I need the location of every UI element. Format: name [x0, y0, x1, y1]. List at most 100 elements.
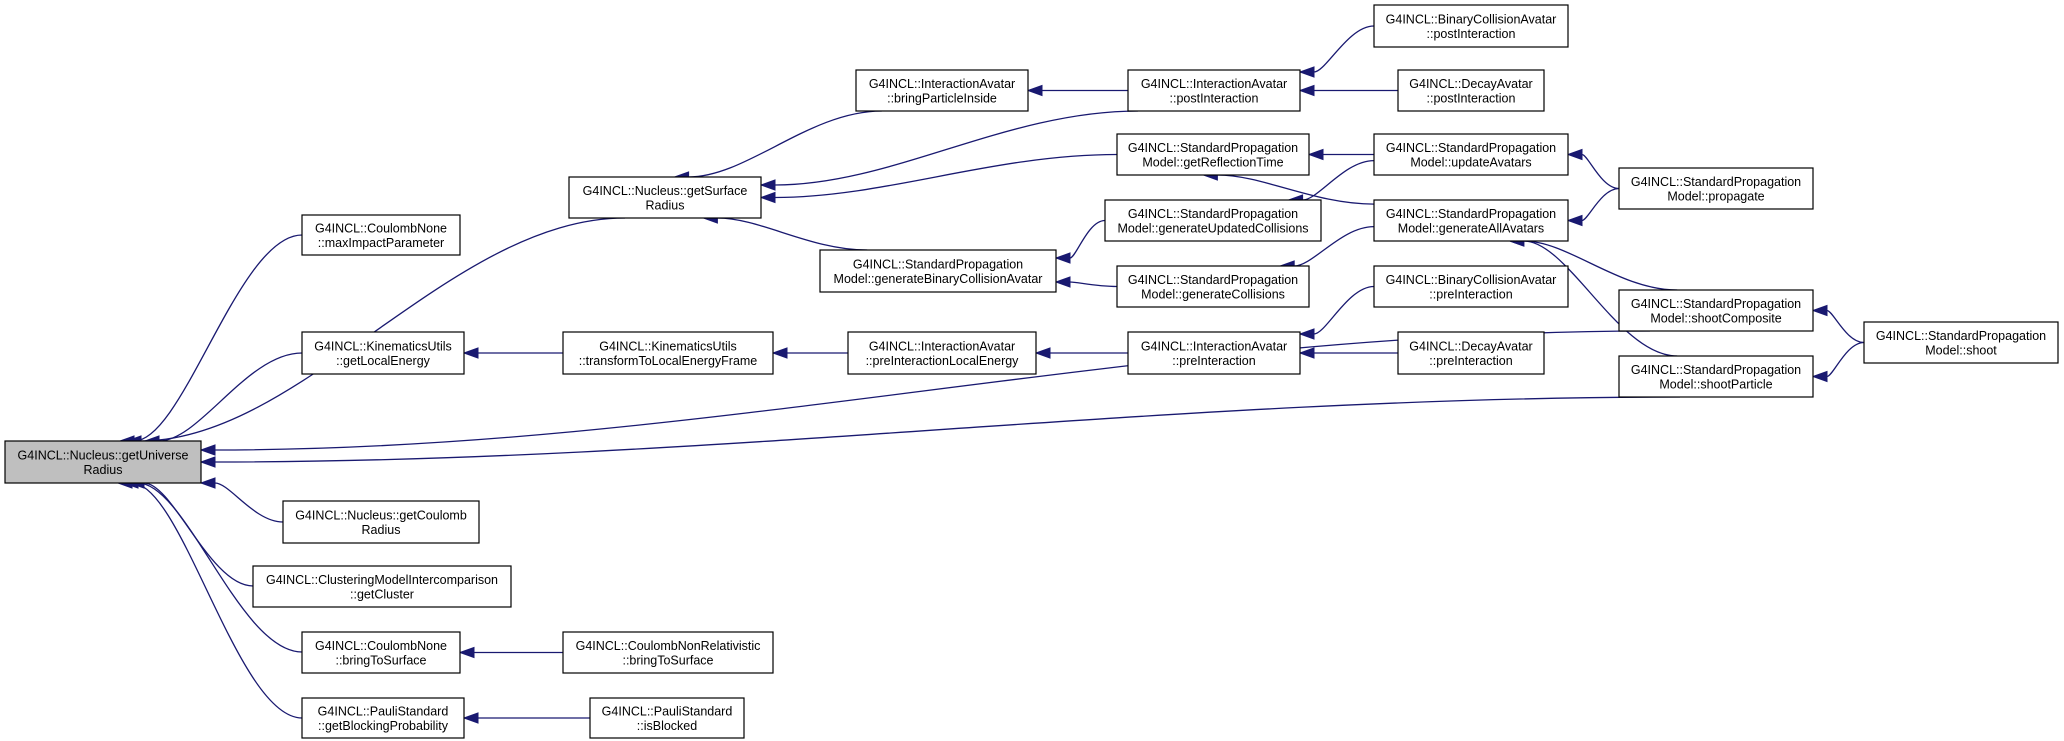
edge-spm-shoot-particle-to-spm-gen-all	[1523, 240, 1678, 357]
node-spm-update-avatars[interactable]: G4INCL::StandardPropagationModel::update…	[1373, 133, 1569, 176]
node-box	[847, 331, 1037, 375]
node-box	[568, 176, 762, 219]
node-label-line: G4INCL::KinematicsUtils	[314, 339, 452, 353]
edge-spm-update-avatars-to-spm-gen-updated	[1302, 160, 1375, 201]
node-box	[282, 500, 480, 544]
node-coulomb-none-bring[interactable]: G4INCL::CoulombNone::bringToSurface	[301, 631, 461, 674]
node-iavatar-bring-inside[interactable]: G4INCL::InteractionAvatar::bringParticle…	[855, 69, 1029, 112]
node-label-line: ::getCluster	[350, 587, 414, 601]
edge-nucleus-get-coulomb-to-root	[214, 482, 284, 523]
edge-arrowhead	[1298, 347, 1315, 359]
node-spm-get-reflection[interactable]: G4INCL::StandardPropagationModel::getRef…	[1116, 133, 1310, 176]
node-label-line: ::bringToSurface	[335, 653, 426, 667]
node-label-line: ::bringToSurface	[622, 653, 713, 667]
node-label-line: Model::generateBinaryCollisionAvatar	[834, 272, 1043, 286]
node-box	[1618, 167, 1814, 210]
edge-arrowhead	[1034, 347, 1051, 359]
node-label-line: G4INCL::StandardPropagation	[853, 257, 1023, 271]
edge-arrowhead	[199, 444, 216, 456]
node-pauli-is-blocked[interactable]: G4INCL::PauliStandard::isBlocked	[589, 697, 745, 739]
node-box	[1397, 69, 1545, 112]
node-label-line: G4INCL::ClusteringModelIntercomparison	[266, 573, 498, 587]
edge-arrowhead	[759, 191, 776, 204]
node-spm-shoot-particle[interactable]: G4INCL::StandardPropagationModel::shootP…	[1618, 355, 1814, 398]
node-box	[252, 565, 512, 608]
edge-spm-propagate-to-spm-gen-all	[1581, 187, 1620, 222]
node-decay-pre[interactable]: G4INCL::DecayAvatar::preInteraction	[1397, 331, 1545, 375]
node-kin-utils-get-local-energy[interactable]: G4INCL::KinematicsUtils::getLocalEnergy	[301, 331, 465, 375]
node-spm-gen-all[interactable]: G4INCL::StandardPropagationModel::genera…	[1373, 199, 1569, 242]
node-coulomb-none-max-impact[interactable]: G4INCL::CoulombNone::maxImpactParameter	[301, 214, 461, 256]
node-iavatar-pre-local[interactable]: G4INCL::InteractionAvatar::preInteractio…	[847, 331, 1037, 375]
edge-arrowhead	[771, 347, 788, 359]
edge-arrowhead	[462, 347, 479, 359]
node-label-line: ::postInteraction	[1170, 91, 1259, 105]
node-kin-utils-transform[interactable]: G4INCL::KinematicsUtils::transformToLoca…	[562, 331, 774, 375]
node-label-line: G4INCL::CoulombNonRelativistic	[576, 639, 761, 653]
node-spm-propagate[interactable]: G4INCL::StandardPropagationModel::propag…	[1618, 167, 1814, 210]
edge-coulomb-none-bring-to-root	[137, 482, 303, 653]
node-spm-gen-collisions[interactable]: G4INCL::StandardPropagationModel::genera…	[1116, 265, 1310, 308]
node-label-line: G4INCL::InteractionAvatar	[1141, 77, 1287, 91]
edge-spm-gen-all-to-spm-get-reflection	[1217, 174, 1375, 205]
node-clustering-get-cluster[interactable]: G4INCL::ClusteringModelIntercomparison::…	[252, 565, 512, 608]
node-label-line: Model::generateCollisions	[1141, 287, 1285, 301]
node-label-line: G4INCL::DecayAvatar	[1409, 77, 1532, 91]
node-label-line: ::getLocalEnergy	[336, 354, 431, 368]
node-label-line: Radius	[646, 198, 685, 212]
node-box	[1397, 331, 1545, 375]
edge-arrowhead	[1298, 66, 1315, 78]
node-box	[1104, 199, 1322, 242]
edge-spm-get-reflection-to-nucleus-get-surface	[774, 153, 1118, 199]
node-label-line: G4INCL::StandardPropagation	[1876, 329, 2046, 343]
node-label-line: G4INCL::BinaryCollisionAvatar	[1386, 273, 1557, 287]
node-iavatar-post-interaction[interactable]: G4INCL::InteractionAvatar::postInteracti…	[1127, 69, 1301, 112]
node-label-line: G4INCL::KinematicsUtils	[599, 339, 737, 353]
node-binary-post[interactable]: G4INCL::BinaryCollisionAvatar::postInter…	[1373, 4, 1569, 48]
node-box	[562, 631, 774, 674]
node-label-line: ::transformToLocalEnergyFrame	[579, 354, 758, 368]
edge-iavatar-post-interaction-to-nucleus-get-surface	[774, 110, 1139, 186]
node-label-line: G4INCL::StandardPropagation	[1631, 297, 1801, 311]
node-label-line: G4INCL::PauliStandard	[318, 704, 449, 718]
node-box	[855, 69, 1029, 112]
node-box	[819, 249, 1057, 293]
edge-arrowhead	[462, 712, 479, 724]
node-label-line: ::postInteraction	[1427, 91, 1516, 105]
node-box	[1116, 265, 1310, 308]
edge-binary-post-to-iavatar-post-interaction	[1313, 25, 1375, 73]
node-iavatar-pre-interaction[interactable]: G4INCL::InteractionAvatar::preInteractio…	[1127, 331, 1301, 375]
node-box	[1373, 133, 1569, 176]
node-pauli-get-blocking[interactable]: G4INCL::PauliStandard::getBlockingProbab…	[301, 697, 465, 739]
node-box	[301, 631, 461, 674]
node-spm-gen-binary[interactable]: G4INCL::StandardPropagationModel::genera…	[819, 249, 1057, 293]
edge-arrowhead	[1298, 328, 1315, 340]
edge-arrowhead	[1811, 304, 1828, 317]
edge-arrowhead	[1307, 148, 1324, 161]
edge-spm-gen-updated-to-spm-gen-binary	[1069, 219, 1106, 259]
edge-arrowhead	[1054, 276, 1071, 288]
edge-arrowhead	[1811, 370, 1828, 383]
node-box	[1863, 321, 2059, 364]
node-decay-post[interactable]: G4INCL::DecayAvatar::postInteraction	[1397, 69, 1545, 112]
node-box	[4, 440, 202, 484]
edge-arrowhead	[199, 477, 216, 489]
node-spm-shoot-composite[interactable]: G4INCL::StandardPropagationModel::shootC…	[1618, 289, 1814, 332]
node-binary-pre[interactable]: G4INCL::BinaryCollisionAvatar::preIntera…	[1373, 265, 1569, 308]
node-coulomb-non-rel-bring[interactable]: G4INCL::CoulombNonRelativistic::bringToS…	[562, 631, 774, 674]
node-label-line: G4INCL::CoulombNone	[315, 639, 447, 653]
node-label-line: G4INCL::StandardPropagation	[1631, 175, 1801, 189]
edge-arrowhead	[1298, 84, 1315, 97]
node-label-line: G4INCL::StandardPropagation	[1128, 141, 1298, 155]
node-box	[1127, 69, 1301, 112]
node-label-line: ::preInteractionLocalEnergy	[866, 354, 1020, 368]
node-spm-gen-updated[interactable]: G4INCL::StandardPropagationModel::genera…	[1104, 199, 1322, 242]
node-label-line: Model::generateUpdatedCollisions	[1117, 221, 1308, 235]
edge-spm-propagate-to-spm-update-avatars	[1581, 153, 1620, 190]
edge-spm-gen-binary-to-nucleus-get-surface	[717, 217, 868, 251]
